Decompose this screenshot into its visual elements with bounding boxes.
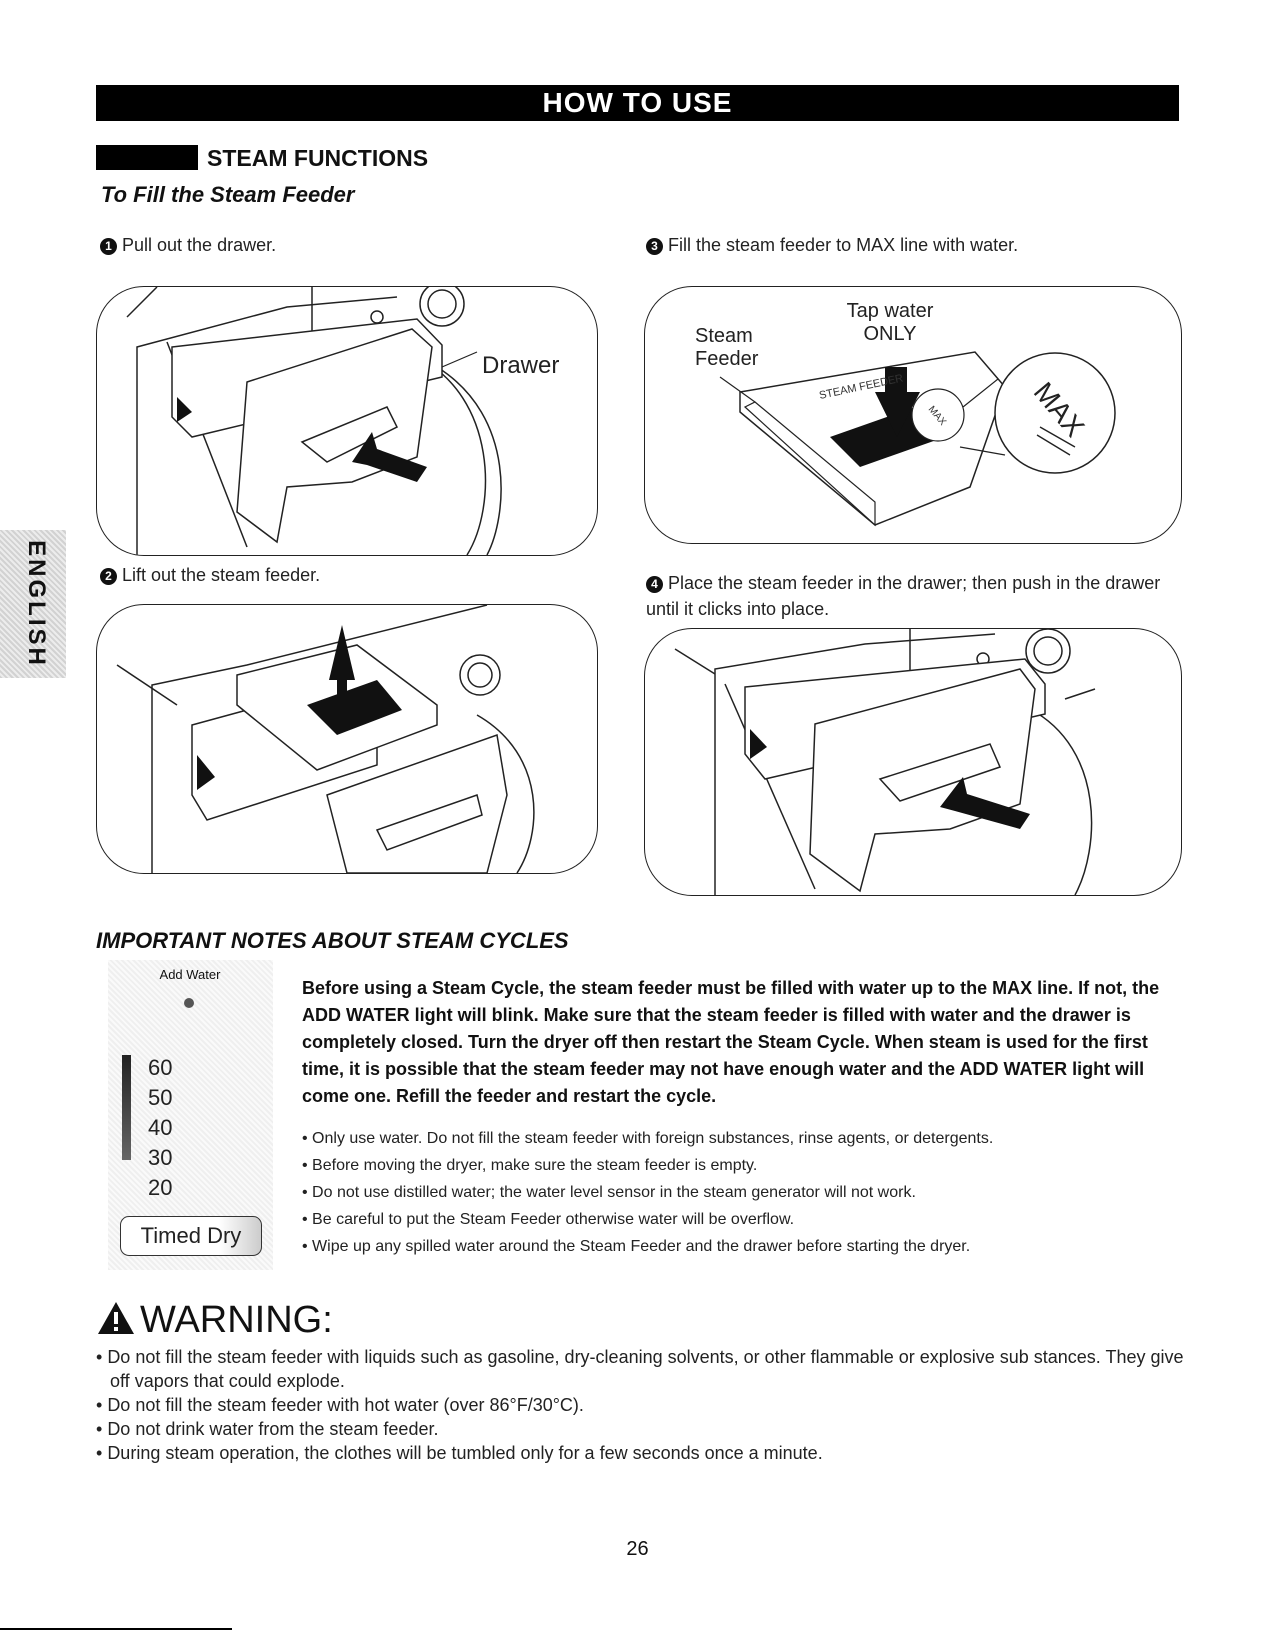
add-water-label: Add Water [159,967,221,982]
level-40: 40 [148,1115,173,1140]
lift-feeder-illustration [116,605,535,873]
list-item: Do not fill the steam feeder with liquid… [96,1345,1186,1393]
page-header: HOW TO USE [96,85,1179,121]
step-text: Pull out the drawer. [122,235,277,255]
notes-bold-paragraph: Before using a Steam Cycle, the steam fe… [302,978,1160,1106]
step-text: Place the steam feeder in the drawer; th… [646,573,1161,619]
steam-feeder-callout: Steam Feeder [695,325,759,370]
bottom-rule [0,1628,232,1630]
step-2: 2 Lift out the steam feeder. [100,562,320,588]
illustration-place-feeder [644,628,1182,896]
page-number: 26 [626,1538,649,1560]
illustration-pull-drawer [96,286,598,556]
step-number: 1 [100,238,117,255]
level-20: 20 [148,1175,173,1200]
list-item: Do not use distilled water; the water le… [302,1179,1182,1206]
warning-title: WARNING: [140,1299,333,1341]
list-item: Do not fill the steam feeder with hot wa… [96,1393,1186,1417]
add-water-light-icon [184,998,194,1008]
warning-list: Do not fill the steam feeder with liquid… [96,1345,1186,1465]
section-subtitle: To Fill the Steam Feeder [101,182,355,207]
warning-triangle-icon [98,1302,134,1334]
drawer-callout: Drawer [482,352,560,379]
level-30: 30 [148,1145,173,1170]
fill-feeder-illustration: MAX STEAM FEEDER MAX [719,351,1116,527]
warning-heading: WARNING: [96,1300,333,1340]
list-item: During steam operation, the clothes will… [96,1441,1186,1465]
language-tab-label: ENGLISH [23,540,50,668]
level-60: 60 [148,1055,173,1080]
illustration-lift-feeder [96,604,598,874]
notes-bullet-list: Only use water. Do not fill the steam fe… [302,1125,1182,1260]
list-item: Be careful to put the Steam Feeder other… [302,1206,1182,1233]
step-1: 1 Pull out the drawer. [100,232,276,258]
control-panel-image: Add Water 60 50 40 30 20 Timed Dry [108,960,273,1270]
list-item: Only use water. Do not fill the steam fe… [302,1125,1182,1152]
step-number: 3 [646,238,663,255]
illustration-fill-feeder: MAX STEAM FEEDER MAX [644,286,1182,544]
list-item: Do not drink water from the steam feeder… [96,1417,1186,1441]
step-text: Lift out the steam feeder. [122,565,321,585]
language-tab: ENGLISH [0,530,66,678]
place-feeder-illustration [674,629,1096,895]
list-item: Before moving the dryer, make sure the s… [302,1152,1182,1179]
notes-title: IMPORTANT NOTES ABOUT STEAM CYCLES [96,928,569,953]
step-text: Fill the steam feeder to MAX line with w… [668,235,1019,255]
drawer-illustration [126,287,502,555]
list-item: Wipe up any spilled water around the Ste… [302,1233,1182,1260]
step-3: 3 Fill the steam feeder to MAX line with … [646,232,1018,258]
tap-water-callout: Tap water ONLY [846,300,934,345]
level-bar [122,1055,131,1160]
level-50: 50 [148,1085,173,1110]
timed-dry-button: Timed Dry [120,1216,262,1256]
step-number: 2 [100,568,117,585]
section-marker [96,145,198,170]
step-number: 4 [646,576,663,593]
section-title: STEAM FUNCTIONS [207,145,429,171]
